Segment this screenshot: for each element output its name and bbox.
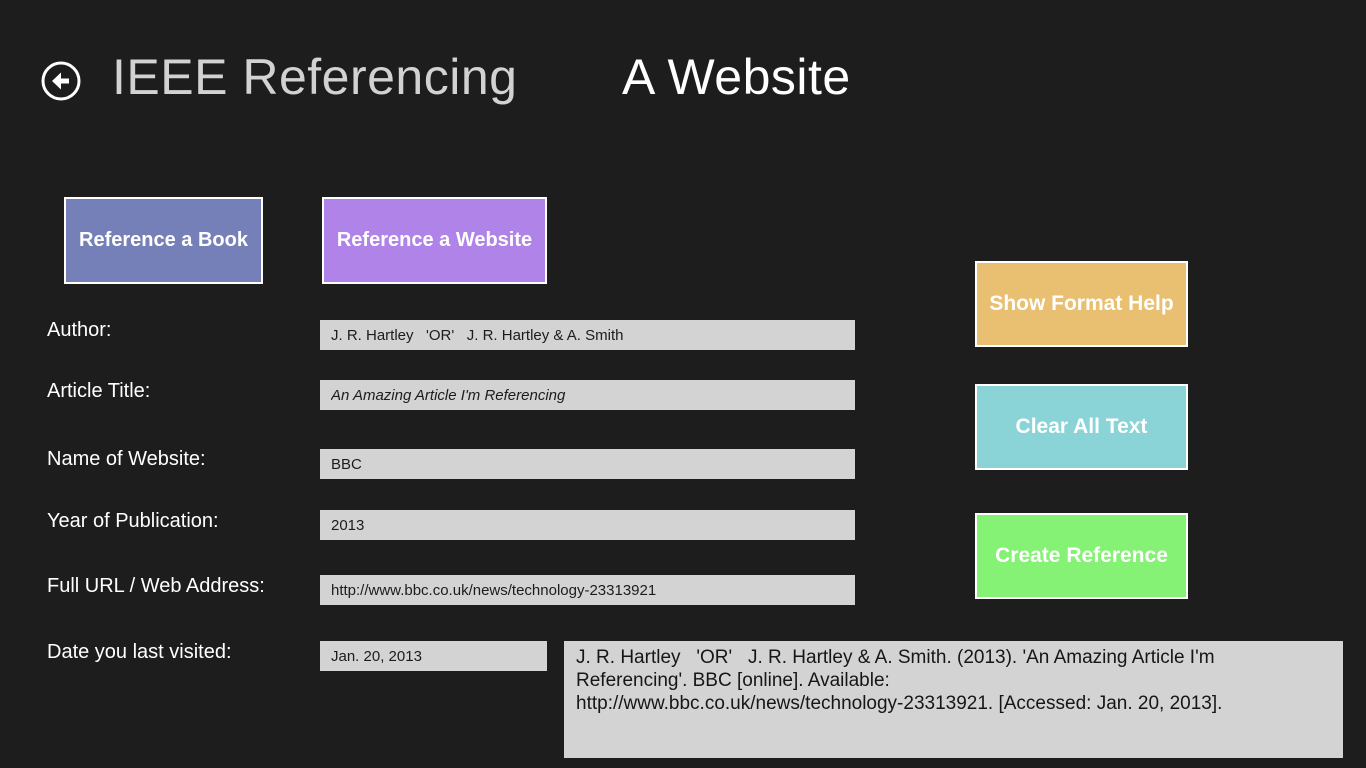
date-visited-label: Date you last visited: — [47, 641, 232, 663]
website-name-label: Name of Website: — [47, 448, 206, 470]
article-title-label: Article Title: — [47, 380, 151, 402]
author-input[interactable] — [320, 320, 855, 350]
url-label: Full URL / Web Address: — [47, 575, 265, 597]
url-input[interactable] — [320, 575, 855, 605]
publication-year-input[interactable] — [320, 510, 855, 540]
app-title: IEEE Referencing — [112, 49, 518, 105]
reference-output-box[interactable]: J. R. Hartley 'OR' J. R. Hartley & A. Sm… — [564, 641, 1343, 758]
page-title: A Website — [622, 49, 851, 105]
tab-reference-a-website[interactable]: Reference a Website — [322, 197, 547, 284]
tab-reference-a-book[interactable]: Reference a Book — [64, 197, 263, 284]
date-visited-input[interactable] — [320, 641, 547, 671]
clear-all-text-button[interactable]: Clear All Text — [975, 384, 1188, 470]
website-name-input[interactable] — [320, 449, 855, 479]
show-format-help-button[interactable]: Show Format Help — [975, 261, 1188, 347]
publication-year-label: Year of Publication: — [47, 510, 219, 532]
create-reference-button[interactable]: Create Reference — [975, 513, 1188, 599]
author-label: Author: — [47, 319, 112, 341]
back-button[interactable] — [40, 60, 82, 102]
back-arrow-icon — [40, 61, 82, 105]
article-title-input[interactable] — [320, 380, 855, 410]
